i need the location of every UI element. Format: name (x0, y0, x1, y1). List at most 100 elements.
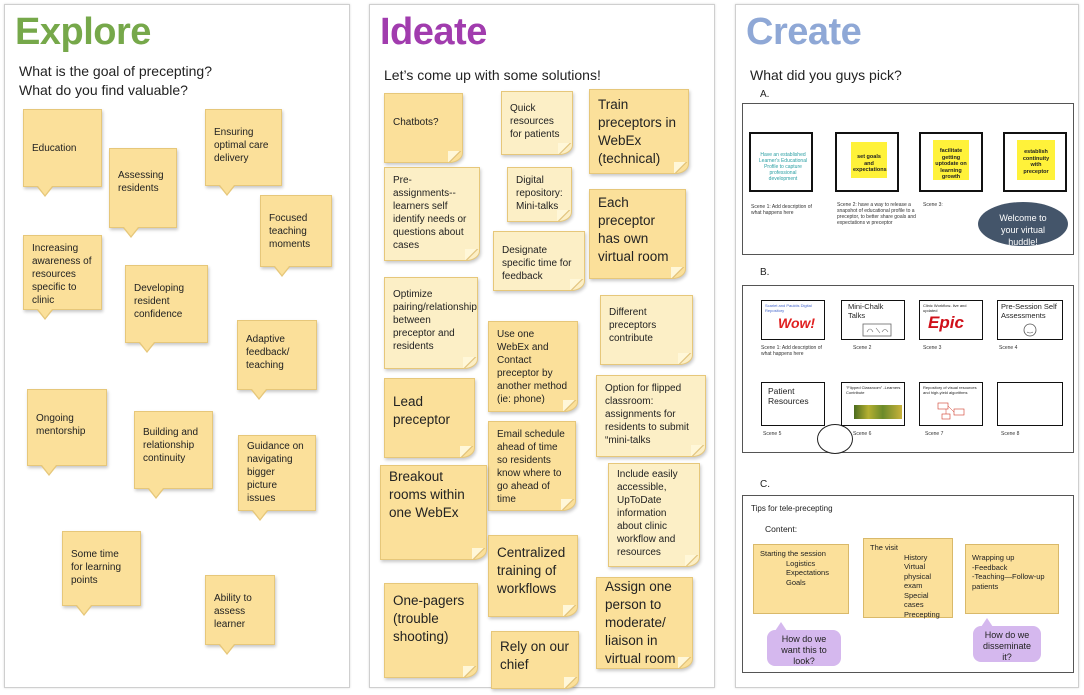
slide-title: Repository of visual resources and high-… (923, 385, 977, 395)
sticky-note: Email schedule ahead of time so resident… (488, 421, 576, 511)
speech-bubble-text: Welcome to your virtual huddle! (999, 213, 1047, 247)
create-title: Create (746, 11, 862, 53)
sticky-note: Building and relationship continuity (134, 411, 213, 499)
sticky-note: Chatbots? (384, 93, 463, 163)
sticky-note: Use one WebEx and Contact preceptor by a… (488, 321, 578, 412)
storyboard-slide: Patient Resources (761, 382, 825, 426)
ideate-title: Ideate (380, 11, 487, 53)
explore-subtitle: What is the goal of precepting? What do … (19, 62, 212, 100)
scene-caption: Scene 1: Add description of what happens… (761, 345, 822, 357)
sticky-note: Designate specific time for feedback (493, 231, 585, 291)
scene-caption: Scene 6 (853, 431, 872, 437)
sticky-note: Adaptive feedback/ teaching (237, 320, 317, 400)
sticky-note: Option for flipped classroom: assignment… (596, 375, 706, 457)
sticky-note: Assign one person to moderate/ liaison i… (596, 577, 693, 669)
tips-note-title: Wrapping up (972, 553, 1015, 562)
storyboard-a: Have an established Learner's Educationa… (742, 103, 1074, 255)
scene-caption: Scene 3: (923, 202, 943, 208)
scene-caption: Scene 3 (923, 345, 942, 351)
scene-caption: Scene 8 (1001, 431, 1020, 437)
epic-logo: Epic (928, 313, 964, 332)
create-panel: Create What did you guys pick? A. Have a… (735, 4, 1079, 688)
sticky-note: One-pagers (trouble shooting) (384, 583, 478, 678)
sticky-note: Optimize pairing/relationship between pr… (384, 277, 478, 369)
tips-note-wrap: Wrapping up -Feedback -Teaching—Follow-u… (965, 544, 1059, 614)
sticky-note: Some time for learning points (62, 531, 141, 616)
storyboard-slide (997, 382, 1063, 426)
storyboard-slide: Pre-Session Self Assessments (997, 300, 1063, 340)
sticky-note: Ability to assess learner (205, 575, 275, 655)
storyboard-slide: Clinic Workflow- live and updated Epic (919, 300, 983, 340)
create-subtitle: What did you guys pick? (750, 67, 902, 83)
storyboard-slide: "Flipped Classroom" -Learners Contribute (841, 382, 905, 426)
chalkboard-sketch-icon (862, 323, 892, 337)
slide-sticky: facilitate getting uptodate on learning … (933, 140, 969, 180)
slide-sticky: set goals and expectations (851, 142, 887, 178)
sticky-note: Centralized training of workflows (488, 535, 578, 617)
storyboard-slide: facilitate getting uptodate on learning … (919, 132, 983, 192)
sticky-note: Each preceptor has own virtual room (589, 189, 686, 279)
sticky-note: Ensuring optimal care delivery (205, 109, 282, 196)
ideate-panel: Ideate Let’s come up with some solutions… (369, 4, 715, 689)
sticky-note: Developing resident confidence (125, 265, 208, 353)
scene-caption: Scene 5 (763, 431, 782, 437)
sticky-note: Increasing awareness of resources specif… (23, 235, 102, 320)
storyboard-slide: Scarlet and Pauktis Digital Repository W… (761, 300, 825, 340)
slide-title: Scarlet and Pauktis Digital Repository (765, 303, 812, 313)
slide-title: Patient Resources (768, 386, 809, 406)
sticky-note: Assessing residents (109, 148, 177, 238)
tips-note-title: The visit (870, 543, 898, 552)
wow-sticker: Wow! (778, 315, 816, 331)
scene-caption: Scene 2: have a way to release a snapsho… (837, 202, 916, 226)
slide-image (854, 405, 902, 419)
section-b-label: B. (760, 267, 770, 278)
sticky-note: Digital repository: Mini-talks (507, 167, 572, 222)
speech-bubble: Welcome to your virtual huddle! (978, 202, 1068, 247)
scene-caption: Scene 2 (853, 345, 872, 351)
sticky-note: Quick resources for patients (501, 91, 573, 155)
slide-text: Have an established Learner's Educationa… (758, 152, 808, 182)
question-bubble: How do we disseminate it? (973, 618, 1041, 662)
storyboard-slide: Mini-Chalk Talks (841, 300, 905, 340)
section-a-label: A. (760, 89, 770, 100)
tips-note-visit: The visit History Virtual physical exam … (863, 538, 953, 619)
tips-note-start: Starting the session Logistics Expectati… (753, 544, 849, 614)
tips-board: Tips for tele-precepting Content: Starti… (742, 495, 1074, 673)
explore-title: Explore (15, 11, 151, 53)
slide-title: Mini-Chalk Talks (848, 302, 884, 320)
explore-subtitle-1: What is the goal of precepting? (19, 63, 213, 79)
explore-subtitle-2: What do you find valuable? (19, 82, 188, 98)
sticky-note: Lead preceptor (384, 378, 475, 458)
face-sketch-icon (1023, 323, 1037, 337)
ideate-subtitle: Let’s come up with some solutions! (384, 67, 601, 83)
scene-caption: Scene 4 (999, 345, 1018, 351)
flowchart-sketch-icon (937, 402, 965, 420)
sticky-note: Pre-assignments--learners self identify … (384, 167, 480, 261)
content-label: Content: (765, 524, 798, 534)
explore-panel: Explore What is the goal of precepting? … (4, 4, 350, 688)
storyboard-slide: Have an established Learner's Educationa… (749, 132, 813, 192)
slide-title: Pre-Session Self Assessments (1001, 302, 1057, 320)
sticky-note: Rely on our chief (491, 631, 579, 689)
sticky-note: Education (23, 109, 102, 197)
sticky-note: Guidance on navigating bigger picture is… (238, 435, 316, 521)
scene-caption: Scene 7 (925, 431, 944, 437)
sticky-note: Focused teaching moments (260, 195, 332, 277)
question-bubble: How do we want this to look? (767, 622, 841, 666)
sticky-note: Different preceptors contribute (600, 295, 693, 365)
scene-caption: Scene 1: Add description of what happens… (751, 204, 812, 216)
sticky-note: Train preceptors in WebEx (technical) (589, 89, 689, 174)
sticky-note: Include easily accessible, UpToDate info… (608, 463, 700, 567)
storyboard-slide: set goals and expectations (835, 132, 899, 192)
tips-heading: Tips for tele-precepting (751, 504, 833, 513)
tips-note-title: Starting the session (760, 549, 826, 558)
storyboard-slide: Repository of visual resources and high-… (919, 382, 983, 426)
section-c-label: C. (760, 479, 770, 490)
slide-title: Clinic Workflow- live and updated (923, 303, 967, 313)
slide-title: "Flipped Classroom" -Learners Contribute (846, 385, 901, 395)
storyboard-slide: establish continuity with preceptor (1003, 132, 1067, 192)
slide-sticky: establish continuity with preceptor (1017, 140, 1055, 180)
sticky-note: Breakout rooms within one WebEx (380, 465, 487, 560)
circle-sketch (817, 424, 853, 454)
storyboard-b: Scarlet and Pauktis Digital Repository W… (742, 285, 1074, 454)
